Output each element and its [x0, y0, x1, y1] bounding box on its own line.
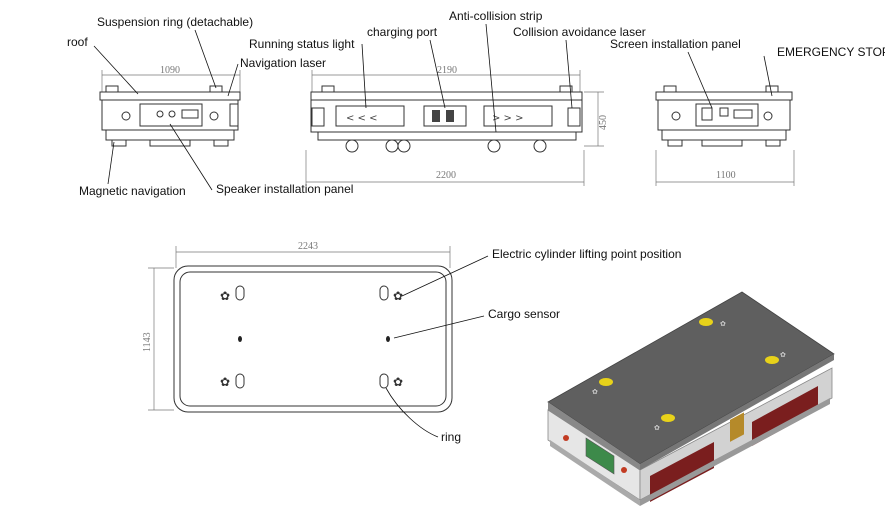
- lifting-marker: [599, 378, 613, 386]
- label-ring: ring: [441, 430, 461, 444]
- status-light-left: [335, 105, 405, 127]
- dim-front-total-width: 2200: [436, 170, 456, 181]
- label-suspension-ring: Suspension ring (detachable): [97, 15, 253, 29]
- roof-plate: [99, 91, 241, 101]
- front-view: 2190 < < < > > > 450 2200: [305, 65, 609, 186]
- label-emergency-stop: EMERGENCY STOP: [777, 45, 885, 59]
- label-charging-port: charging port: [367, 25, 438, 39]
- label-running-status-light: Running status light: [249, 37, 355, 51]
- speaker-panel: [139, 103, 203, 127]
- cargo-sensors: [238, 336, 390, 342]
- dim-plan-width: 1143: [142, 332, 153, 352]
- svg-text:✿: ✿: [720, 320, 726, 328]
- label-magnetic-navigation: Magnetic navigation: [79, 184, 186, 198]
- screen-panel: [695, 103, 759, 127]
- agv-3d-render: ✿ ✿ ✿ ✿: [547, 291, 835, 506]
- top-callouts: Suspension ring (detachable) roof Naviga…: [67, 9, 885, 198]
- dim-plan-length: 2243: [298, 241, 318, 252]
- label-screen-installation-panel: Screen installation panel: [610, 37, 741, 51]
- status-light-right: [483, 105, 553, 127]
- screen: [585, 437, 615, 475]
- dim-front-top-width: 2190: [437, 65, 457, 76]
- dim-left-width: 1090: [160, 65, 180, 76]
- plan-view: 2243 1143 ✿ ✿ ✿ ✿ Electric cylinder lift…: [142, 241, 681, 444]
- dim-right-width: 1100: [716, 170, 736, 181]
- label-anti-collision-strip: Anti-collision strip: [449, 9, 543, 23]
- lifting-points: ✿ ✿ ✿ ✿: [220, 285, 403, 389]
- label-electric-cylinder: Electric cylinder lifting point position: [492, 247, 681, 261]
- left-side-view: 1090: [99, 65, 241, 147]
- svg-text:✿: ✿: [220, 375, 230, 389]
- label-cargo-sensor: Cargo sensor: [488, 307, 560, 321]
- label-navigation-laser: Navigation laser: [240, 56, 326, 70]
- emergency-stop-button: [563, 435, 569, 441]
- svg-text:✿: ✿: [220, 289, 230, 303]
- lifting-marker: [699, 318, 713, 326]
- svg-text:✿: ✿: [780, 351, 786, 359]
- svg-text:✿: ✿: [393, 289, 403, 303]
- dim-front-height: 450: [598, 115, 609, 130]
- svg-text:> > >: > > >: [492, 113, 524, 124]
- charging-port: [423, 105, 467, 127]
- svg-text:< < <: < < <: [346, 113, 378, 124]
- svg-text:✿: ✿: [393, 375, 403, 389]
- label-speaker-installation-panel: Speaker installation panel: [216, 182, 353, 196]
- label-collision-avoidance-laser: Collision avoidance laser: [513, 25, 646, 39]
- right-side-view: 1100: [655, 85, 795, 186]
- svg-text:✿: ✿: [654, 424, 660, 432]
- plan-outline: [173, 265, 453, 413]
- lifting-marker: [765, 356, 779, 364]
- label-roof: roof: [67, 35, 88, 49]
- lifting-marker: [661, 414, 675, 422]
- svg-text:✿: ✿: [592, 388, 598, 396]
